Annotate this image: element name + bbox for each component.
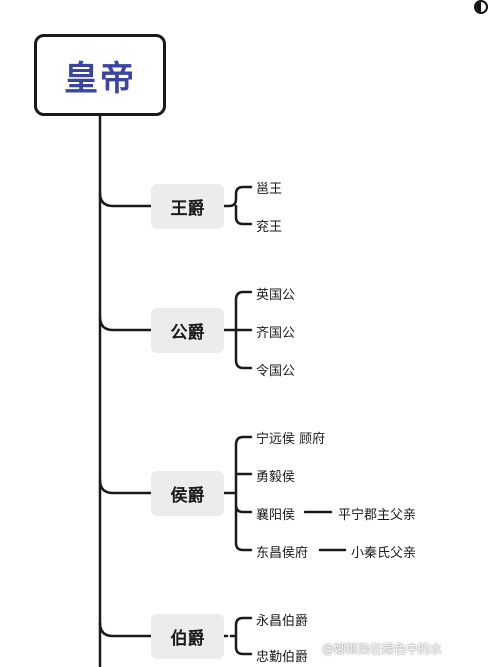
rank-connector-houjue xyxy=(98,478,153,495)
rank-label: 侯爵 xyxy=(170,486,205,506)
bracket-gongjue xyxy=(222,290,253,370)
watermark-text: @娜姬染在绿色中的水 xyxy=(322,642,443,656)
rank-node-houjue: 侯爵 xyxy=(151,471,224,516)
leaf-item: 忠勤伯爵 xyxy=(256,650,309,665)
leaf-item: 襄阳侯 xyxy=(256,508,296,523)
leaf-item: 齐国公 xyxy=(256,326,296,341)
relation-note: 小秦氏父亲 xyxy=(351,546,417,561)
bracket-wangjue xyxy=(222,185,253,226)
rank-node-gongjue: 公爵 xyxy=(151,308,224,353)
rank-label: 公爵 xyxy=(170,323,205,343)
bracket-bojue xyxy=(222,616,253,656)
contrast-icon xyxy=(474,0,488,14)
leaf-item: 永昌伯爵 xyxy=(256,614,309,629)
leaf-item: 令国公 xyxy=(256,364,296,379)
rank-connector-gongjue xyxy=(98,315,153,332)
bracket-houjue xyxy=(222,435,253,552)
rank-connector-wangjue xyxy=(98,191,153,208)
relation-note: 平宁郡主父亲 xyxy=(338,508,417,523)
leaf-item: 勇毅侯 xyxy=(256,470,296,485)
rank-node-wangjue: 王爵 xyxy=(151,184,224,229)
rank-label: 王爵 xyxy=(170,199,205,219)
leaf-item: 宁远侯 顾府 xyxy=(256,432,326,447)
leaf-item: 英国公 xyxy=(256,288,296,303)
root-label: 皇帝 xyxy=(64,58,136,99)
leaf-item: 东昌侯府 xyxy=(256,546,309,561)
rank-connector-bojue xyxy=(98,621,153,638)
root-node: 皇帝 xyxy=(34,34,166,116)
rank-label: 伯爵 xyxy=(170,629,205,649)
rank-node-bojue: 伯爵 xyxy=(151,614,224,659)
leaf-item: 兖王 xyxy=(256,220,283,235)
leaf-item: 邕王 xyxy=(256,182,283,197)
